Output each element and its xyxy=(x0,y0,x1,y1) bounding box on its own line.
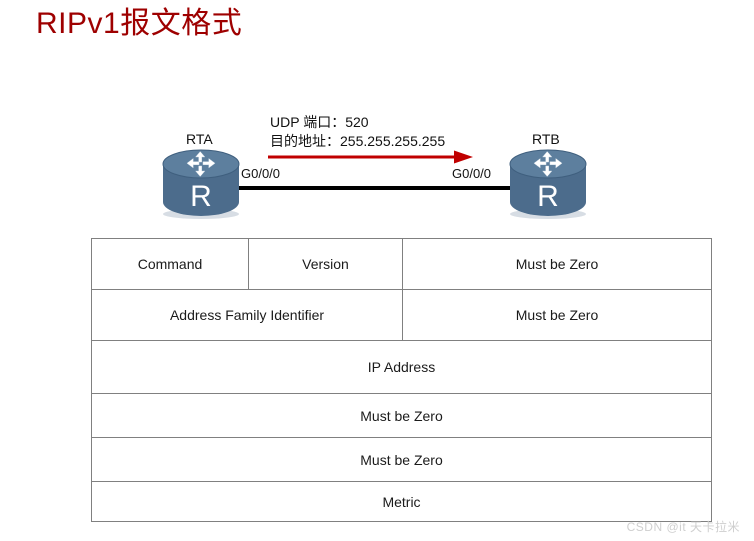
router-label-rtb: RTB xyxy=(532,131,560,147)
table-cell: Must be Zero xyxy=(91,437,712,482)
table-row: Metric xyxy=(91,481,712,522)
table-cell: IP Address xyxy=(91,340,712,394)
router-glyph: R xyxy=(190,180,212,213)
router-label-rta: RTA xyxy=(186,131,213,147)
right-arrow-icon xyxy=(268,150,473,164)
network-diagram: UDP 端口：520 目的地址：255.255.255.255 G0/0/0 G… xyxy=(0,100,754,230)
table-cell: Must be Zero xyxy=(402,289,712,341)
router-icon: R xyxy=(509,149,587,219)
destination-address-line: 目的地址：255.255.255.255 xyxy=(270,133,446,149)
router-icon: R xyxy=(162,149,240,219)
udp-port-line: UDP 端口：520 xyxy=(270,114,369,130)
page-title: RIPv1报文格式 xyxy=(36,7,243,40)
table-cell: Must be Zero xyxy=(91,393,712,438)
table-row: Must be Zero xyxy=(91,393,712,438)
watermark: CSDN @it 天卡拉米 xyxy=(626,520,740,534)
table-cell: Metric xyxy=(91,481,712,522)
interface-label-right: G0/0/0 xyxy=(452,166,492,181)
table-cell: Must be Zero xyxy=(402,238,712,290)
udp-annotation: UDP 端口：520 目的地址：255.255.255.255 xyxy=(270,113,445,151)
table-cell: Command xyxy=(91,238,249,290)
table-row: IP Address xyxy=(91,340,712,394)
table-row: Must be Zero xyxy=(91,437,712,482)
table-cell: Version xyxy=(248,238,403,290)
router-icon-rtb: R xyxy=(507,146,589,220)
link-line xyxy=(238,186,510,190)
router-glyph: R xyxy=(537,180,559,213)
router-icon-rta: R xyxy=(160,146,242,220)
table-cell: Address Family Identifier xyxy=(91,289,403,341)
interface-label-left: G0/0/0 xyxy=(241,166,281,181)
